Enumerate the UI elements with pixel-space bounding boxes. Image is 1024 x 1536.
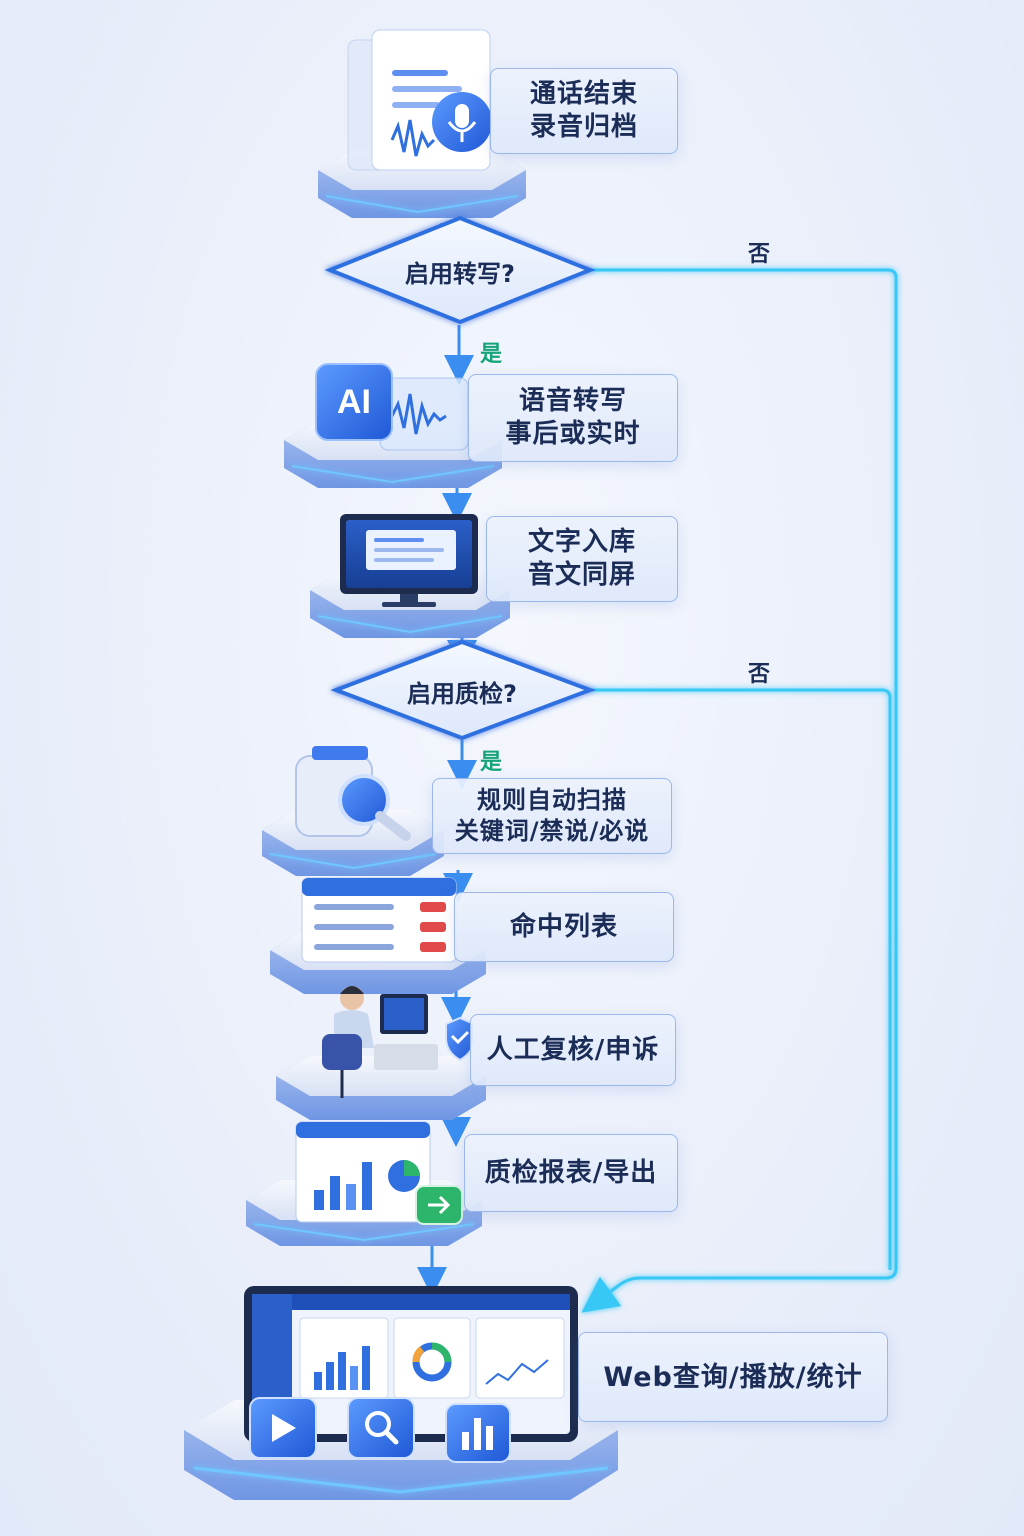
reviewer-at-desk-icon [322, 986, 475, 1098]
branch-yes-label-2: 是 [480, 750, 503, 775]
monitor-icon [340, 514, 478, 607]
step-label-hit-list: 命中列表 [454, 892, 674, 962]
branch-no-label-1: 否 [748, 242, 771, 267]
decision-diamond-1 [324, 215, 596, 325]
no-path-1 [581, 268, 898, 1313]
decision-text-quality-check: 启用质检? [407, 680, 517, 708]
step-label-rule-scan: 规则自动扫描 关键词/禁说/必说 [432, 778, 672, 854]
hit-list-panel-icon [301, 877, 457, 963]
web-dashboard-icon [244, 1286, 578, 1463]
step-label-line: 语音转写 [518, 386, 627, 416]
step-label-line: 关键词/禁说/必说 [454, 817, 650, 845]
step-label-line: 质检报表/导出 [484, 1157, 658, 1188]
step-label-line: 事后或实时 [505, 419, 641, 449]
branch-yes-label-1: 是 [480, 342, 503, 367]
document-microphone-icon [347, 29, 492, 171]
step-label-report-export: 质检报表/导出 [464, 1134, 678, 1212]
ai-badge-text: AI [337, 382, 371, 421]
decision-diamond-2 [330, 639, 596, 741]
step-label-manual-review: 人工复核/申诉 [470, 1014, 676, 1086]
step-label-line: 规则自动扫描 [477, 786, 627, 814]
step-label-line: Web查询/播放/统计 [603, 1361, 863, 1393]
report-chart-export-icon [295, 1121, 463, 1225]
step-label-line: 命中列表 [509, 911, 618, 942]
step-label-line: 通话结束 [529, 79, 638, 109]
step-label-call-archive: 通话结束 录音归档 [490, 68, 678, 154]
step-label-line: 人工复核/申诉 [486, 1034, 660, 1065]
step-label-line: 音文同屏 [527, 560, 636, 590]
step-label-line: 录音归档 [529, 112, 638, 142]
no-path-2 [590, 688, 892, 1270]
step-label-text-storage: 文字入库 音文同屏 [486, 516, 678, 602]
decision-text-transcription: 启用转写? [405, 260, 515, 288]
step-label-transcription: 语音转写 事后或实时 [468, 374, 678, 462]
ai-waveform-icon [315, 363, 469, 451]
step-label-line: 文字入库 [527, 527, 636, 557]
branch-no-label-2: 否 [748, 662, 771, 687]
step-label-web-query: Web查询/播放/统计 [578, 1332, 888, 1422]
magnifier-scan-icon [295, 746, 411, 841]
